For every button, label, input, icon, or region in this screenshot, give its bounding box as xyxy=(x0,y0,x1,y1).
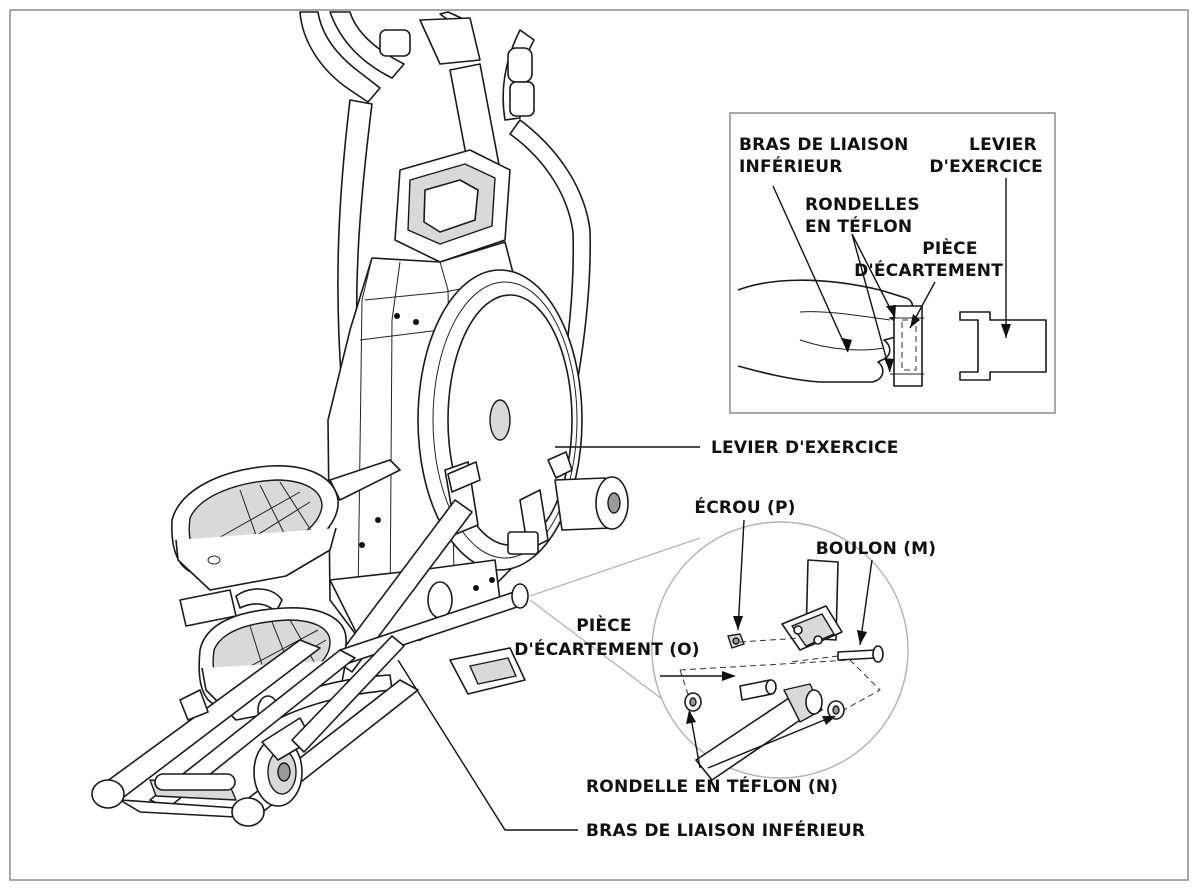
label-spacer-o-line1: PIÈCE xyxy=(576,614,632,636)
label-lower-link-arm-inset: BRAS DE LIAISON INFÉRIEUR xyxy=(739,135,915,177)
label-lower-link-arm-inset-line2: INFÉRIEUR xyxy=(739,155,843,177)
label-teflon-washers-inset: RONDELLES EN TÉFLON xyxy=(805,195,926,237)
label-teflon-washer-n: RONDELLE EN TÉFLON (N) xyxy=(586,775,838,797)
label-teflon-washers-inset-line2: EN TÉFLON xyxy=(805,215,912,237)
inset-detail: BRAS DE LIAISON INFÉRIEUR LEVIER D'EXERC… xyxy=(729,112,1056,414)
label-lower-link-arm-inset-line1: BRAS DE LIAISON xyxy=(739,135,909,155)
bolt-detail-callout xyxy=(529,521,909,781)
label-spacer-inset-line1: PIÈCE xyxy=(922,237,978,259)
label-exercise-lever-inset-line2: D'EXERCICE xyxy=(929,157,1043,177)
elliptical-machine-illustration xyxy=(91,11,629,827)
hand-illustration xyxy=(737,279,914,383)
label-exercise-lever-inset-line1: LEVIER xyxy=(969,135,1037,155)
label-bolt: BOULON (M) xyxy=(816,539,937,559)
leader-lines xyxy=(397,446,873,831)
label-lower-link-arm-main: BRAS DE LIAISON INFÉRIEUR xyxy=(586,819,865,841)
label-spacer-inset: PIÈCE D'ÉCARTEMENT xyxy=(854,237,1003,281)
label-spacer-inset-line2: D'ÉCARTEMENT xyxy=(854,259,1003,281)
label-nut: ÉCROU (P) xyxy=(694,496,795,518)
label-exercise-lever-inset: LEVIER D'EXERCICE xyxy=(929,135,1043,177)
page-frame xyxy=(9,9,1189,881)
label-spacer-o-line2: D'ÉCARTEMENT (O) xyxy=(514,638,700,660)
label-exercise-lever-main: LEVIER D'EXERCICE xyxy=(711,438,899,458)
label-teflon-washers-inset-line1: RONDELLES xyxy=(805,195,920,215)
label-spacer-o: PIÈCE D'ÉCARTEMENT (O) xyxy=(514,614,700,660)
